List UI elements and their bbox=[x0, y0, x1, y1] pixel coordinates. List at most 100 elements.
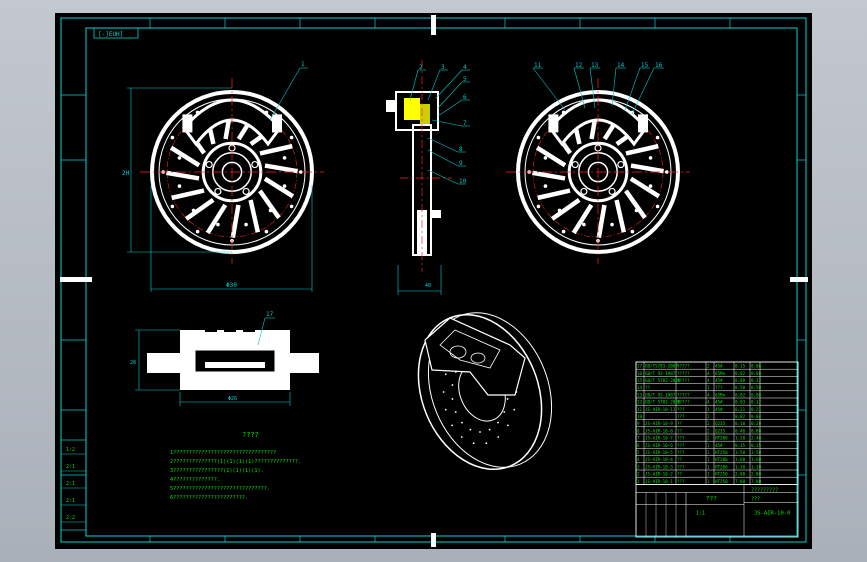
front-view-disc-vent-slot bbox=[263, 176, 295, 199]
iso-piston bbox=[449, 345, 467, 359]
bom-cell: 8 bbox=[637, 428, 640, 433]
bom-cell: JS-AIR-10-6 bbox=[645, 443, 673, 448]
bom-cell: JS-AIR-10-8 bbox=[645, 428, 673, 433]
bom-cell: 1 bbox=[707, 472, 710, 477]
rear-view-disc-caliper-ear-right bbox=[638, 114, 648, 133]
leader-line bbox=[409, 69, 419, 101]
front-view-disc bbox=[140, 78, 324, 264]
bom-cell: ?? bbox=[645, 385, 651, 390]
bom-cell: ??? bbox=[677, 450, 685, 455]
bom-cell: HT250 bbox=[715, 472, 728, 477]
bom-cell: 2 bbox=[637, 472, 640, 477]
bom-cell: 2.80 bbox=[735, 472, 746, 477]
leader-line bbox=[631, 67, 655, 115]
bom-cell: ??? bbox=[715, 385, 723, 390]
bom-cell: HT250 bbox=[715, 450, 728, 455]
bom-cell: 2 bbox=[707, 364, 710, 369]
bom-cell: 1 bbox=[707, 457, 710, 462]
leader-line bbox=[437, 99, 463, 117]
leader-line bbox=[269, 67, 301, 121]
iso-piston bbox=[470, 352, 486, 364]
rear-view-disc-vent-slot bbox=[537, 188, 571, 201]
front-view-disc-caliper bbox=[182, 98, 282, 147]
center-mark-left bbox=[60, 277, 92, 282]
front-view-disc-drill-hole bbox=[195, 229, 200, 234]
part-label-14: 14 bbox=[617, 62, 625, 69]
front-view-disc-drill-hole bbox=[216, 222, 220, 227]
front-view-disc-vent-slot bbox=[264, 163, 298, 174]
title-block: ????????????JS-AIR-10-01:1??? bbox=[635, 483, 799, 538]
leader-line bbox=[611, 67, 617, 107]
iso-disc-back bbox=[427, 312, 553, 468]
front-view-disc-drill-hole bbox=[299, 170, 303, 174]
bom-cell: ??? bbox=[677, 479, 685, 484]
rear-view-disc-vent-slot bbox=[624, 189, 647, 220]
notes-line: 3????????????????(1)(1)(1)(1). bbox=[170, 468, 264, 474]
bom-cell: 2 bbox=[707, 428, 710, 433]
front-view-disc-caliper-ear-left bbox=[182, 114, 193, 133]
iso-caliper bbox=[424, 317, 526, 396]
side-pad bbox=[420, 104, 430, 124]
iso-drill-hole bbox=[460, 436, 463, 438]
bom-cell: 0.03 bbox=[735, 400, 746, 405]
part-label-8: 8 bbox=[459, 146, 463, 153]
bom-cell: 1.60 bbox=[751, 457, 762, 462]
rear-view-disc-drill-hole bbox=[648, 184, 653, 188]
bom-cell: 2 bbox=[707, 421, 710, 426]
bom-cell: 0.06 bbox=[751, 364, 762, 369]
sheet-code-text: [-]EUH] bbox=[98, 31, 123, 38]
bom-cell: 0.04 bbox=[751, 414, 762, 419]
bom-cell: 0.15 bbox=[735, 443, 746, 448]
center-mark-top bbox=[431, 15, 436, 35]
bom-cell: 16 bbox=[637, 371, 643, 376]
front-view-disc-caliper-ear-right bbox=[272, 114, 282, 133]
iso-drill-hole bbox=[479, 431, 481, 433]
pad-notch bbox=[205, 326, 217, 332]
school-name: ????????? bbox=[751, 487, 778, 493]
front-view-disc-drill-hole bbox=[264, 229, 269, 234]
bom-cell: 1 bbox=[707, 464, 710, 469]
bom-cell: ??? bbox=[677, 436, 685, 441]
bom-cell: 10 bbox=[637, 414, 643, 419]
iso-caliper-detail bbox=[439, 329, 501, 369]
bom-cell: JS-AIR-10-1 bbox=[645, 479, 673, 484]
bom-cell: ?? bbox=[677, 457, 683, 462]
bom-cell: JS-AIR-10-7 bbox=[645, 436, 673, 441]
bom-cell: 5 bbox=[637, 450, 640, 455]
side-section-view: 40 bbox=[386, 60, 452, 295]
center-mark-right bbox=[790, 277, 808, 282]
bom-cell: 0.15 bbox=[735, 364, 746, 369]
front-view-disc-drill-hole bbox=[289, 204, 294, 209]
part-label-1: 1 bbox=[301, 61, 305, 68]
bom-cell: 1 bbox=[707, 450, 710, 455]
rear-view-disc-lug-hole bbox=[571, 160, 579, 169]
leader-line bbox=[532, 67, 566, 111]
bom-cell: 0.08 bbox=[735, 378, 746, 383]
sheet-code-box bbox=[93, 27, 139, 39]
part-label-11: 11 bbox=[534, 62, 542, 69]
bom-cell: 0.02 bbox=[735, 371, 746, 376]
rear-view-disc-drill-hole bbox=[582, 222, 586, 227]
rear-view-disc-vent-slot bbox=[614, 199, 627, 233]
rear-view-disc-vent-slot bbox=[625, 143, 659, 156]
rear-view-disc-vent-slot bbox=[535, 145, 567, 168]
rear-view-disc-drill-hole bbox=[655, 135, 660, 140]
rear-view-disc-drill-hole bbox=[557, 208, 562, 213]
part-label-16: 16 bbox=[655, 62, 663, 69]
front-view-disc-lug-hole bbox=[251, 160, 259, 169]
bom-cell: HT200 bbox=[715, 457, 728, 462]
side-piston bbox=[404, 98, 420, 120]
bom-cell: 4 bbox=[707, 392, 710, 397]
notes-line: 4??????????????. bbox=[170, 477, 220, 483]
part-label-4: 4 bbox=[463, 64, 467, 71]
bom-cell: GB/T 93-1987 bbox=[645, 371, 676, 376]
left-strip-table: 1:22:12:12:12:2 bbox=[60, 439, 87, 531]
part-label-3: 3 bbox=[441, 64, 445, 71]
rear-view-disc-caliper bbox=[548, 98, 648, 147]
bom-cell: 4 bbox=[707, 400, 710, 405]
bom-cell: 1.60 bbox=[735, 457, 746, 462]
rear-view-disc-drill-hole bbox=[665, 170, 669, 174]
bom-cell: 4 bbox=[707, 371, 710, 376]
